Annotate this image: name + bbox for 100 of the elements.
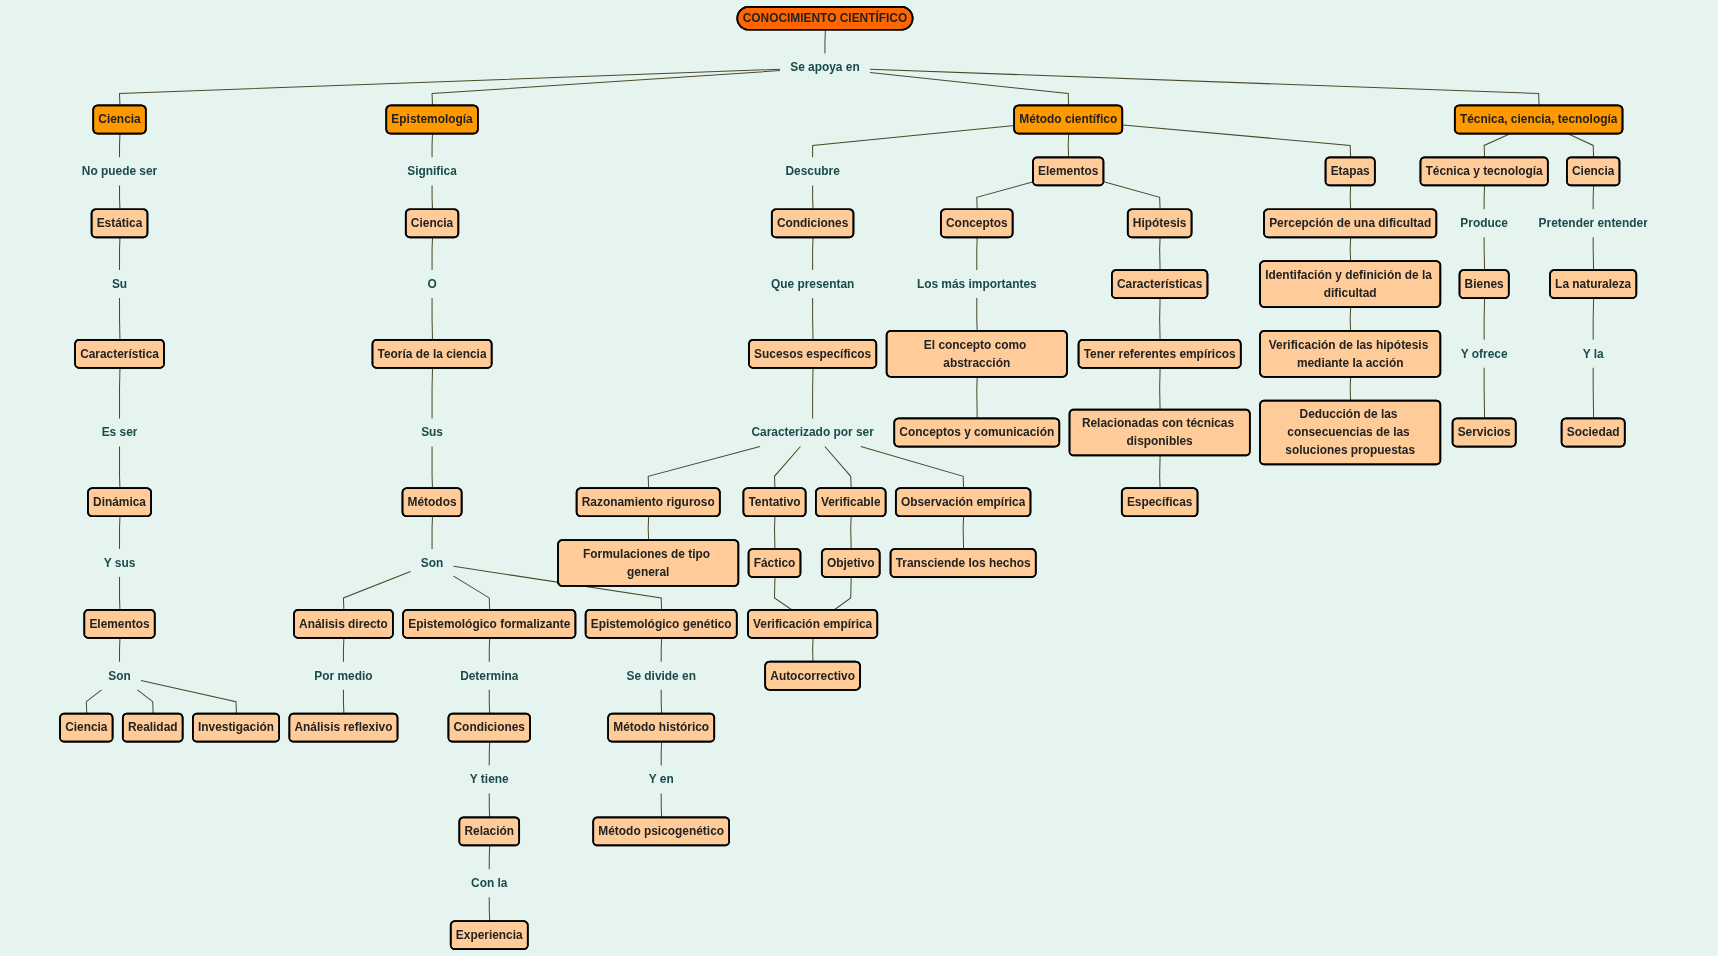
connector <box>119 133 121 158</box>
connector <box>119 237 121 271</box>
node-text: Por medio <box>314 668 373 683</box>
connector <box>812 637 814 663</box>
node-text: Y tiene <box>469 772 509 786</box>
connector <box>1349 237 1352 263</box>
connector <box>431 516 433 550</box>
connector <box>342 571 412 611</box>
node-text: Pretender entender <box>1538 216 1648 230</box>
connector <box>1483 298 1486 341</box>
connector <box>824 446 852 490</box>
connector <box>342 637 345 663</box>
connector <box>431 237 433 271</box>
connector <box>488 689 491 715</box>
connector <box>860 446 965 490</box>
node-text: Su <box>111 276 128 291</box>
connector <box>431 367 433 419</box>
connector <box>1159 367 1161 411</box>
connector <box>812 184 814 211</box>
node-text: Se divide en <box>626 668 696 683</box>
connector <box>976 237 978 271</box>
connector <box>342 689 345 715</box>
node-text: Los más importantes <box>916 276 1037 291</box>
connector <box>136 689 154 715</box>
node-text: Es ser <box>101 425 138 439</box>
connector <box>1349 306 1352 332</box>
connector <box>119 68 781 107</box>
connector <box>1159 298 1161 341</box>
connector <box>488 845 491 870</box>
node-text: Que presentan <box>770 276 855 291</box>
node-text: Y ofrece <box>1460 346 1508 361</box>
connector <box>660 637 663 663</box>
connector <box>1349 185 1352 211</box>
connector <box>1122 124 1352 159</box>
connector <box>431 297 433 341</box>
connector <box>824 29 826 55</box>
connector <box>119 184 121 211</box>
node-text: Y la <box>1582 346 1604 361</box>
connector <box>1483 236 1486 271</box>
connector <box>1592 185 1595 210</box>
node-text: Significa <box>407 164 457 178</box>
connector <box>976 297 978 332</box>
node-text: Y en <box>648 772 674 786</box>
connector <box>869 71 1070 107</box>
connector <box>962 516 965 550</box>
connector <box>488 793 491 819</box>
connector <box>647 516 650 541</box>
connector <box>140 680 237 715</box>
connector <box>774 446 801 490</box>
connector <box>869 68 1540 107</box>
connector <box>119 516 121 550</box>
connector <box>488 741 491 766</box>
node-text: O <box>427 276 437 291</box>
node-text: No puede ser <box>81 164 158 178</box>
node-text: Son <box>420 555 444 570</box>
connector <box>833 577 852 611</box>
connector <box>774 516 776 550</box>
connector <box>812 367 814 419</box>
node-text: Sus <box>421 425 443 439</box>
connector <box>976 376 978 420</box>
connector <box>488 896 491 923</box>
connector <box>431 446 433 490</box>
node-text: Descubre <box>785 164 840 178</box>
connector <box>1592 298 1595 341</box>
node-text: Caracterizado por ser <box>751 425 874 439</box>
connector <box>85 689 103 715</box>
connector <box>431 184 433 211</box>
connector <box>431 70 781 107</box>
connector <box>850 516 852 550</box>
node-text: Son <box>108 668 131 683</box>
connector <box>1349 376 1352 402</box>
connector <box>119 576 121 611</box>
connector <box>812 297 814 341</box>
connector <box>1592 367 1595 420</box>
connector <box>453 575 491 611</box>
connector <box>1067 133 1070 159</box>
connector <box>119 367 121 419</box>
connector <box>647 446 761 490</box>
connector <box>1159 237 1161 271</box>
node-text: Produce <box>1460 216 1508 230</box>
connector <box>1592 236 1595 271</box>
connector <box>812 237 814 271</box>
connector <box>119 637 121 663</box>
connector <box>488 637 491 663</box>
connector <box>976 181 1034 211</box>
connector <box>1568 133 1595 159</box>
connector <box>1483 133 1511 159</box>
connector <box>1483 367 1486 420</box>
connector <box>1159 455 1161 490</box>
node-text: Con la <box>471 876 508 890</box>
connector <box>660 689 663 715</box>
connector <box>1483 185 1486 210</box>
node-text: Se apoya en <box>790 60 860 74</box>
connector <box>119 297 121 341</box>
connector <box>660 741 663 766</box>
node-text: Determina <box>460 668 519 683</box>
connector <box>660 793 663 819</box>
node-text: Y sus <box>103 555 136 570</box>
connector <box>119 446 121 490</box>
connector <box>431 133 433 158</box>
